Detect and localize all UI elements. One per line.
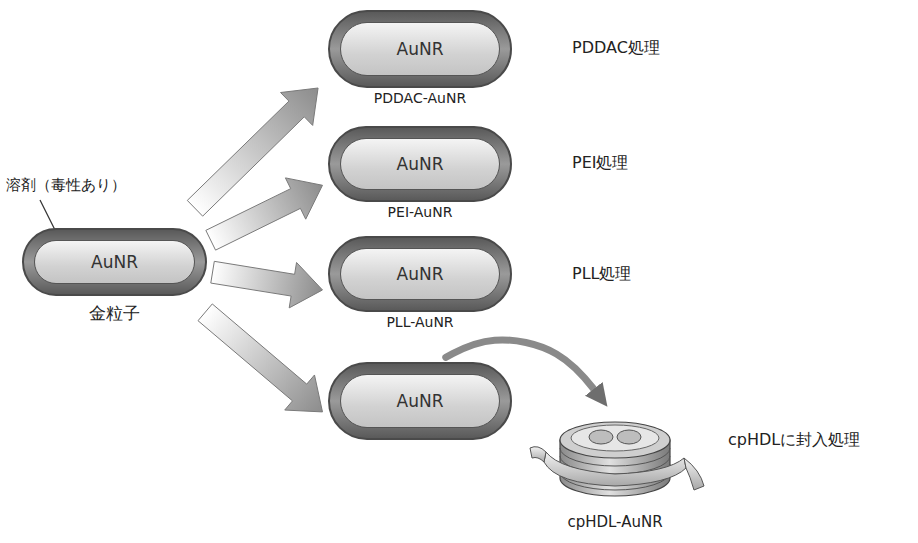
particle-label: AuNR: [397, 264, 444, 284]
nanorod-core: AuNR: [340, 374, 500, 428]
cphdl-box: cpHDL-AuNR: [525, 395, 705, 535]
nanorod-core: AuNR: [340, 248, 500, 300]
process-label: PEI処理: [572, 153, 628, 174]
nanorod-core: AuNR: [340, 138, 500, 190]
process-arrow: [198, 304, 322, 412]
particle-label: AuNR: [397, 391, 444, 411]
process-arrow: [206, 178, 323, 250]
nanorod-box: AuNRPLL-AuNR: [328, 236, 512, 312]
nanorod-core: AuNR: [34, 240, 195, 284]
particle-name: 金粒子: [89, 302, 140, 325]
process-arrow: [211, 261, 323, 308]
cphdl-illustration: [530, 422, 704, 496]
process-label: cpHDLに封入処理: [728, 430, 860, 451]
nanorod-box: AuNR: [328, 362, 512, 440]
particle-name: cpHDL-AuNR: [567, 513, 662, 531]
particle-label: AuNR: [397, 154, 444, 174]
process-label: PDDAC処理: [572, 38, 660, 59]
nanorod-core: AuNR: [340, 22, 500, 76]
process-label: PLL処理: [572, 264, 631, 285]
particle-name: PLL-AuNR: [386, 314, 453, 330]
particle-name: PEI-AuNR: [388, 204, 453, 220]
nanorod-box: AuNRPDDAC-AuNR: [328, 10, 512, 88]
nanorod-box: AuNR金粒子: [22, 228, 207, 296]
nanorod-box: AuNRPEI-AuNR: [328, 126, 512, 202]
solvent-label: 溶剤（毒性あり）: [6, 176, 126, 195]
particle-name: PDDAC-AuNR: [374, 90, 466, 106]
particle-label: AuNR: [397, 39, 444, 59]
particle-label: AuNR: [91, 252, 138, 272]
